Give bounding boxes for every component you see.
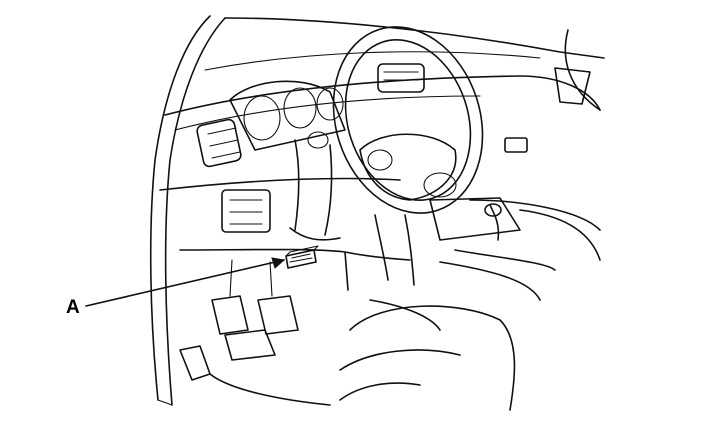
floor <box>179 345 331 406</box>
callout-label-a: A <box>66 297 80 318</box>
center-console <box>429 197 556 301</box>
callout-leader-a <box>85 257 286 307</box>
dashboard-panel <box>159 75 601 191</box>
left-switch-panel <box>221 189 271 233</box>
pedals <box>211 259 299 361</box>
left-air-vent <box>196 118 242 168</box>
center-air-vent <box>377 63 425 93</box>
lower-dash <box>179 248 411 291</box>
right-dash <box>469 67 601 261</box>
a-pillar <box>149 15 226 406</box>
data-link-connector <box>285 245 319 269</box>
instrument-cluster <box>229 80 346 151</box>
steering-wheel <box>332 26 484 286</box>
steering-column <box>289 131 341 241</box>
driver-seat <box>339 299 516 411</box>
